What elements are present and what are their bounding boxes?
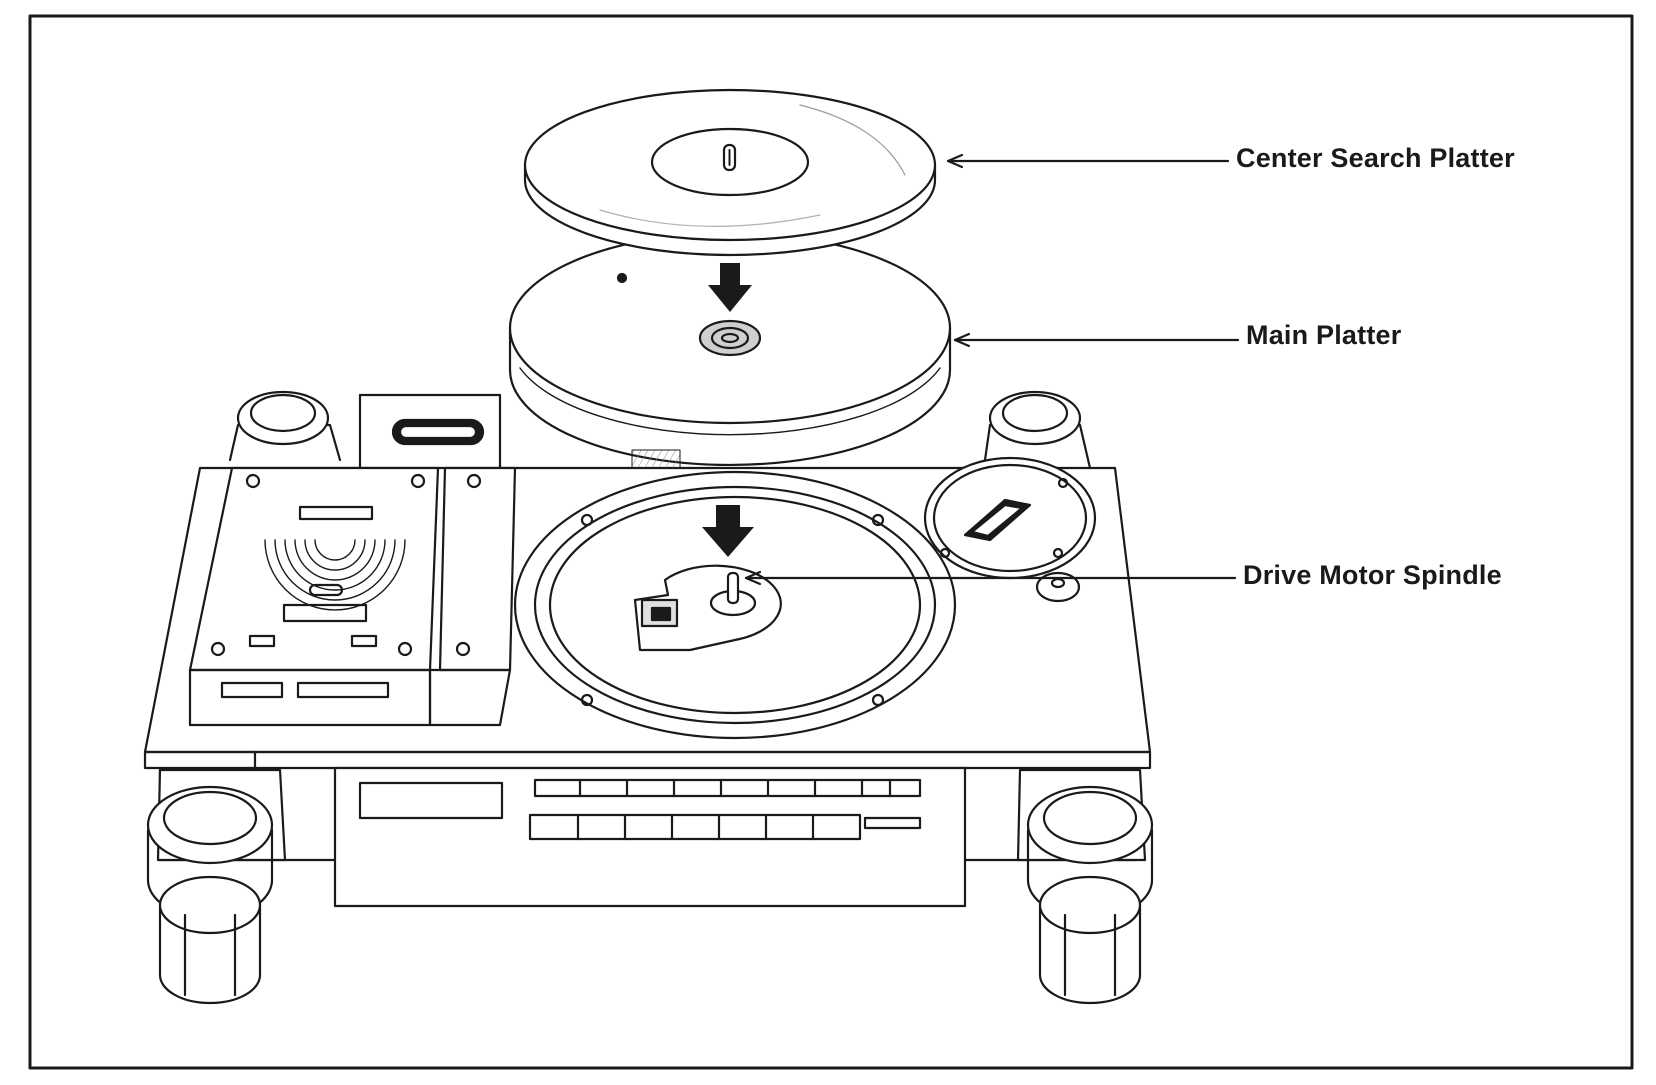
- front-right-foot: [1016, 768, 1154, 1005]
- main-platter-label: Main Platter: [1246, 320, 1402, 350]
- center-search-platter: [523, 88, 937, 257]
- leader-lines: [744, 153, 1240, 586]
- center-search-platter-label: Center Search Platter: [1236, 143, 1515, 173]
- platter-bed: [513, 470, 957, 740]
- front-control-panel: [333, 766, 967, 908]
- down-arrow-icon: [708, 263, 752, 312]
- right-cover-plate: [923, 456, 1097, 603]
- rear-left-foot: [228, 390, 342, 462]
- down-arrow-icon: [702, 505, 754, 557]
- front-left-foot: [146, 768, 287, 1005]
- figure-frame: [28, 14, 1634, 1070]
- middle-strip-panel: [428, 466, 517, 727]
- main-platter: [508, 231, 952, 469]
- rear-right-foot: [983, 390, 1092, 470]
- drive-motor-spindle-label: Drive Motor Spindle: [1243, 560, 1502, 590]
